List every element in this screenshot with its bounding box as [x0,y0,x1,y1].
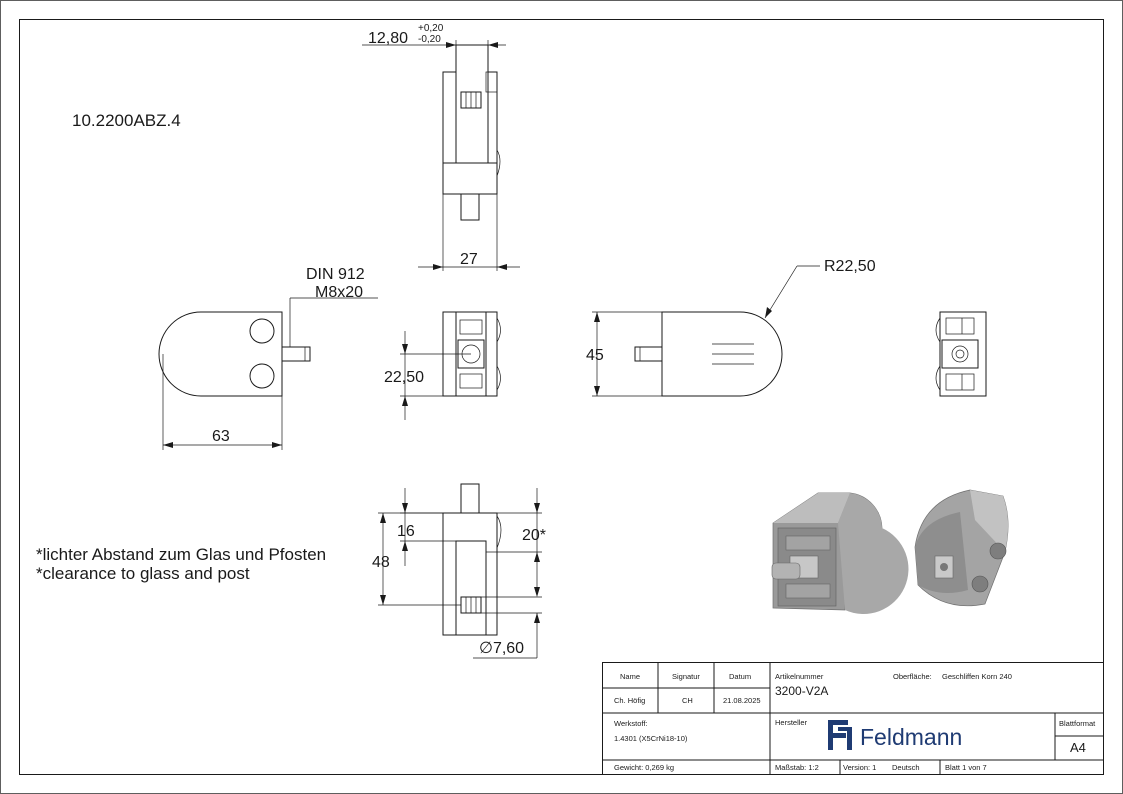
tb-werkstoff: 1.4301 (X5CrNi18-10) [614,734,688,743]
tb-artikelnummer: 3200-V2A [775,684,828,698]
tb-blatt: Blatt 1 von 7 [945,763,987,772]
back-view: R22,50 45 [586,258,876,397]
dim-length: 63 [212,428,230,445]
dim-top: 16 [397,523,415,540]
tb-blattformat: A4 [1070,740,1086,755]
tb-header-signatur: Signatur [672,672,700,681]
tb-artikelnummer-label: Artikelnummer [775,672,824,681]
title-block: Name Signatur Datum Ch. Höfig CH 21.08.2… [602,662,1104,775]
dim-gap: 12,80 [368,30,408,47]
dim-depth: 27 [460,251,478,268]
tb-blattformat-label: Blattformat [1059,719,1096,728]
dim-height: 45 [586,347,604,364]
render-3d-rear [914,489,1009,607]
tb-datum: 21.08.2025 [723,696,761,705]
side-section-view: 22,50 [384,311,501,420]
tb-signatur: CH [682,696,693,705]
bottom-view: 16 48 20* ∅7,60 [372,483,546,659]
dim-total: 48 [372,554,390,571]
tb-header-name: Name [620,672,640,681]
end-view [935,311,987,397]
dim-diameter: ∅7,60 [479,640,524,657]
screw-label-din: DIN 912 [306,266,365,283]
brand-name: Feldmann [860,724,962,750]
dim-gap-tol-plus: +0,20 [418,23,444,34]
tb-werkstoff-label: Werkstoff: [614,719,647,728]
tb-massstab: Maßstab: 1:2 [775,763,819,772]
front-view: DIN 912 M8x20 63 [158,266,378,450]
dim-pitch: 22,50 [384,369,424,386]
part-code: 10.2200ABZ.4 [72,111,181,130]
note-en: *clearance to glass and post [36,564,250,583]
tb-version: Version: 1 [843,763,876,772]
dim-gap-tol-minus: -0,20 [418,34,441,45]
screw-label-size: M8x20 [315,284,363,301]
note-de: *lichter Abstand zum Glas und Pfosten [36,545,326,564]
tb-name: Ch. Höfig [614,696,645,705]
sheet-frame [19,19,1104,775]
tb-gewicht: Gewicht: 0,269 kg [614,763,674,772]
tb-sprache: Deutsch [892,763,920,772]
tb-oberflaeche: Geschliffen Korn 240 [942,672,1012,681]
tb-header-datum: Datum [729,672,751,681]
dim-radius: R22,50 [824,258,876,275]
render-3d-front [771,492,909,614]
feldmann-logo-icon [828,720,852,750]
tb-hersteller-label: Hersteller [775,718,808,727]
top-view: 12,80 +0,20 -0,20 27 [362,23,520,271]
dim-clearance: 20* [522,527,546,544]
tb-oberflaeche-label: Oberfläche: [893,672,932,681]
